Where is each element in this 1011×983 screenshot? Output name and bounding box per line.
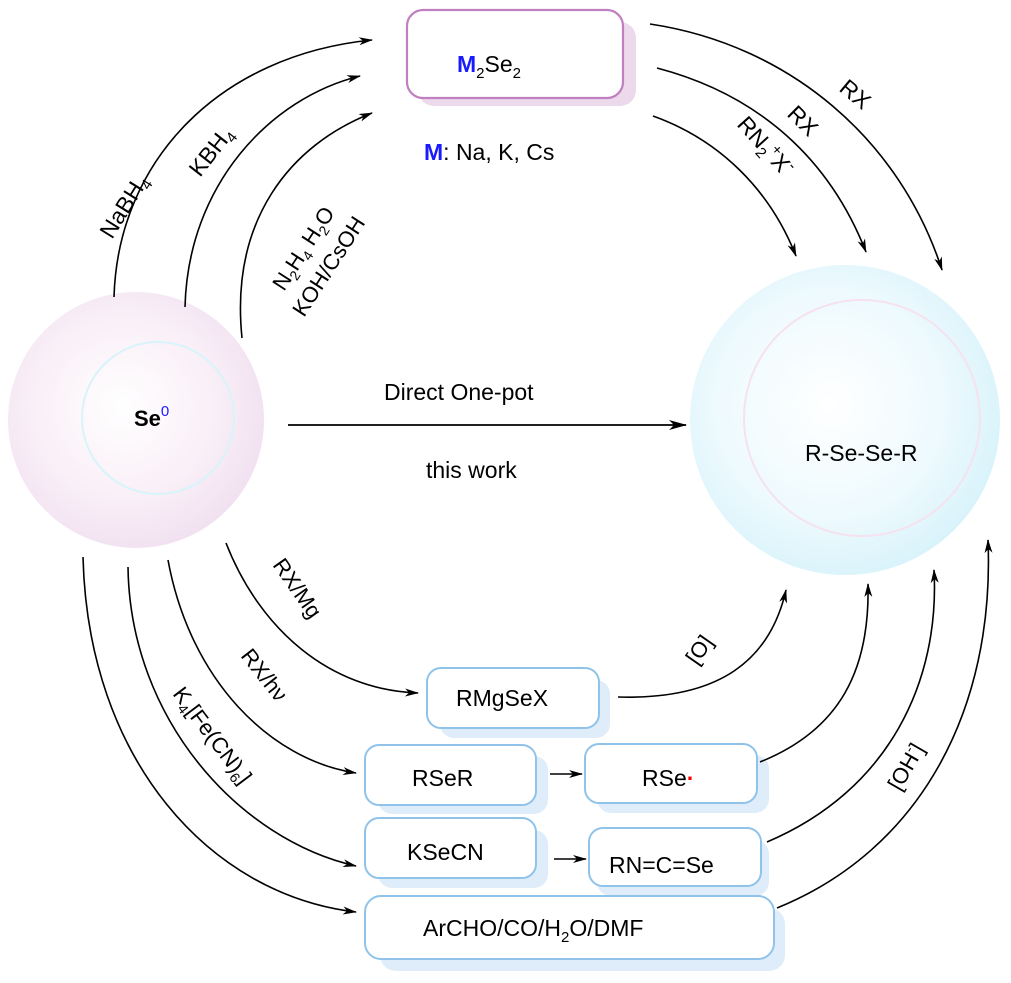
arrow-archo-system bbox=[82, 556, 357, 915]
rser-box bbox=[364, 744, 548, 814]
arrow-diazonium bbox=[652, 115, 797, 257]
arrow-oxidation bbox=[617, 589, 787, 698]
arrow-rx-inner bbox=[656, 67, 867, 253]
label-rx-outer: RX bbox=[835, 74, 876, 114]
label-kbh4: KBH4 bbox=[183, 121, 241, 183]
ksecn-box bbox=[364, 817, 548, 888]
selenium-label: Se0 bbox=[134, 403, 169, 431]
selenium-sphere bbox=[8, 292, 264, 548]
label-rx-inner: RX bbox=[782, 100, 823, 141]
archo-system-box bbox=[364, 895, 785, 971]
ksecn-label: KSeCN bbox=[407, 839, 484, 865]
arrow-rx-mg bbox=[225, 542, 419, 697]
label-oxidation: [O] bbox=[681, 630, 718, 668]
label-direct-one-pot: Direct One-pot bbox=[384, 379, 534, 405]
product-label: R-Se-Se-R bbox=[805, 440, 917, 466]
rse-radical-box bbox=[584, 743, 769, 813]
arrow-rx-outer bbox=[649, 23, 943, 271]
arrow-rx-hv bbox=[167, 559, 357, 776]
rser-label: RSeR bbox=[412, 765, 473, 791]
arrow-ferrocyanide bbox=[127, 566, 357, 868]
isoselenocyanate-box bbox=[588, 827, 769, 896]
arrow-isoselenocyanate-to-product bbox=[766, 569, 939, 843]
rmgsex-label: RMgSeX bbox=[456, 685, 548, 711]
product-sphere bbox=[690, 265, 1000, 575]
label-rx-mg: RX/Mg bbox=[268, 554, 327, 623]
metal-note: M: Na, K, Cs bbox=[424, 139, 554, 165]
arrow-nabh4 bbox=[113, 37, 373, 298]
label-rx-hv: RX/hν bbox=[236, 644, 293, 707]
arrow-hydroxide bbox=[776, 539, 993, 909]
label-this-work: this work bbox=[426, 457, 517, 483]
diselenide-salt-label: M2Se2 bbox=[457, 51, 521, 82]
label-hydrazine-hydrate: N2H4 H2O bbox=[267, 202, 342, 296]
rmgsex-box bbox=[426, 667, 610, 738]
rse-radical-label: RSe· bbox=[642, 765, 694, 791]
isoselenocyanate-label: RN=C=Se bbox=[609, 852, 714, 878]
diselenide-salt-box bbox=[405, 8, 636, 106]
arrow-hydrazine bbox=[239, 112, 373, 339]
arrow-kbh4 bbox=[184, 75, 361, 308]
archo-system-label: ArCHO/CO/H2O/DMF bbox=[423, 915, 643, 946]
arrow-rse-to-product bbox=[759, 583, 873, 763]
label-nabh4: NaBH4 bbox=[94, 170, 156, 245]
